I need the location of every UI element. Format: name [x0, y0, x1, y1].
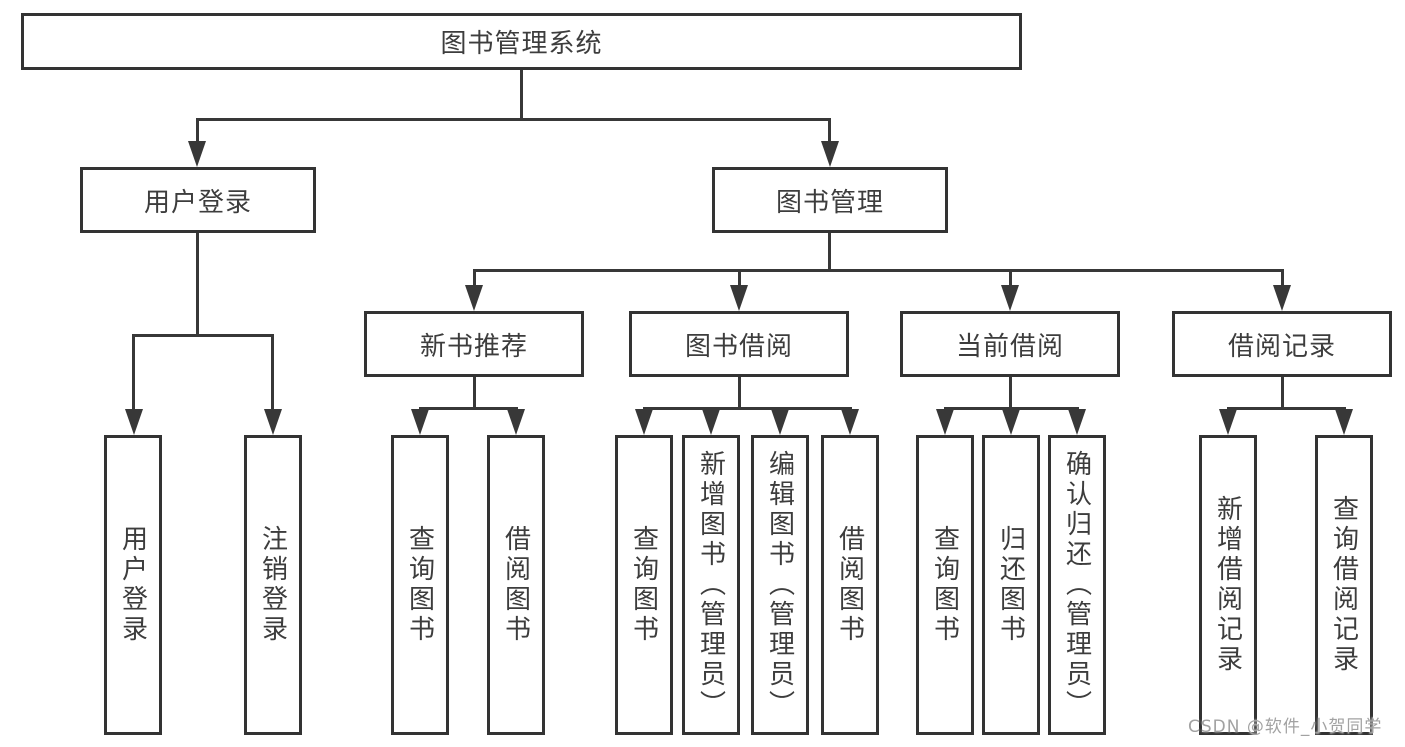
- leaf-label: 查询图书: [628, 525, 659, 645]
- arrowhead-down-icon: [1219, 409, 1237, 435]
- arrowhead-down-icon: [1001, 285, 1019, 311]
- leaf-label: 用户登录: [117, 525, 148, 645]
- node-book-borrowing: 图书借阅: [629, 311, 849, 377]
- connector-current-stem: [1008, 377, 1012, 410]
- connector-user-login-rail: [132, 333, 274, 337]
- connector-borrowing-stem: [737, 377, 741, 410]
- connector-recommend-stem: [472, 377, 476, 410]
- connector-arrow-stem: [195, 117, 199, 148]
- connector-arrow-stem: [132, 333, 135, 412]
- connector-borrowing-rail: [642, 407, 852, 410]
- arrowhead-down-icon: [124, 409, 143, 435]
- leaf-label: 新增借阅记录: [1212, 495, 1243, 675]
- connector-records-rail: [1226, 407, 1346, 410]
- arrowhead-down-icon: [730, 285, 748, 311]
- leaf-query-borrow-record: 查询借阅记录: [1315, 435, 1373, 735]
- node-label: 新书推荐: [419, 331, 528, 362]
- leaf-add-borrow-record: 新增借阅记录: [1199, 435, 1257, 735]
- leaf-label: 归还图书: [995, 525, 1026, 645]
- leaf-confirm-return-admin: 确认归还（管理员）: [1048, 435, 1106, 735]
- connector-root-stem: [519, 70, 523, 119]
- leaf-label: 查询图书: [404, 525, 435, 645]
- node-book-management: 图书管理: [712, 167, 948, 233]
- leaf-return-book: 归还图书: [982, 435, 1040, 735]
- connector-arrow-stem: [1008, 269, 1012, 288]
- node-label: 图书管理系统: [440, 29, 603, 59]
- leaf-borrow-books-borrowing: 借阅图书: [821, 435, 879, 735]
- leaf-query-books-borrowing: 查询图书: [615, 435, 673, 735]
- arrowhead-down-icon: [1002, 409, 1020, 435]
- node-new-book-recommendation: 新书推荐: [364, 311, 584, 377]
- leaf-logout: 注销登录: [244, 435, 302, 735]
- connector-arrow-stem: [1280, 269, 1284, 288]
- node-label: 图书借阅: [684, 331, 793, 362]
- connector-arrow-stem: [737, 269, 741, 288]
- arrowhead-down-icon: [188, 141, 206, 167]
- node-label: 借阅记录: [1227, 331, 1336, 362]
- node-label: 当前借阅: [955, 331, 1064, 362]
- leaf-label: 查询图书: [929, 525, 960, 645]
- arrowhead-down-icon: [1068, 409, 1086, 435]
- node-library-management-system: 图书管理系统: [21, 13, 1022, 70]
- connector-recommend-rail: [418, 407, 518, 410]
- connector-level2-rail: [196, 117, 831, 121]
- leaf-label: 查询借阅记录: [1328, 495, 1359, 675]
- node-user-login: 用户登录: [80, 167, 316, 233]
- node-borrowing-records: 借阅记录: [1172, 311, 1392, 377]
- leaf-user-login: 用户登录: [104, 435, 162, 735]
- leaf-query-books-recommend: 查询图书: [391, 435, 449, 735]
- arrowhead-down-icon: [411, 409, 429, 435]
- arrowhead-down-icon: [465, 285, 483, 311]
- connector-user-login-stem: [196, 233, 199, 336]
- arrowhead-down-icon: [841, 409, 859, 435]
- arrowhead-down-icon: [1335, 409, 1353, 435]
- connector-arrow-stem: [472, 269, 476, 288]
- connector-records-stem: [1280, 377, 1284, 410]
- connector-arrow-stem: [828, 117, 831, 148]
- leaf-add-book-admin: 新增图书（管理员）: [682, 435, 740, 735]
- arrowhead-down-icon: [771, 409, 789, 435]
- leaf-label: 借阅图书: [834, 525, 865, 645]
- leaf-query-books-current: 查询图书: [916, 435, 974, 735]
- arrowhead-down-icon: [936, 409, 954, 435]
- leaf-edit-book-admin: 编辑图书（管理员）: [751, 435, 809, 735]
- arrowhead-down-icon: [1273, 285, 1291, 311]
- leaf-borrow-books-recommend: 借阅图书: [487, 435, 545, 735]
- arrowhead-down-icon: [263, 409, 282, 435]
- leaf-label: 新增图书（管理员）: [695, 450, 726, 720]
- node-current-borrowing: 当前借阅: [900, 311, 1120, 377]
- connector-arrow-stem: [271, 333, 274, 412]
- arrowhead-down-icon: [507, 409, 525, 435]
- node-label: 图书管理: [775, 187, 884, 218]
- arrowhead-down-icon: [635, 409, 653, 435]
- arrowhead-down-icon: [820, 141, 839, 167]
- connector-book-management-stem: [828, 233, 831, 272]
- node-label: 用户登录: [143, 187, 252, 218]
- arrowhead-down-icon: [702, 409, 720, 435]
- csdn-watermark: CSDN @软件_小贺同学: [1188, 717, 1383, 737]
- connector-current-rail: [943, 407, 1079, 410]
- leaf-label: 注销登录: [257, 525, 288, 645]
- leaf-label: 确认归还（管理员）: [1061, 450, 1092, 720]
- connector-level3-rail: [472, 269, 1284, 272]
- leaf-label: 编辑图书（管理员）: [764, 450, 795, 720]
- leaf-label: 借阅图书: [500, 525, 531, 645]
